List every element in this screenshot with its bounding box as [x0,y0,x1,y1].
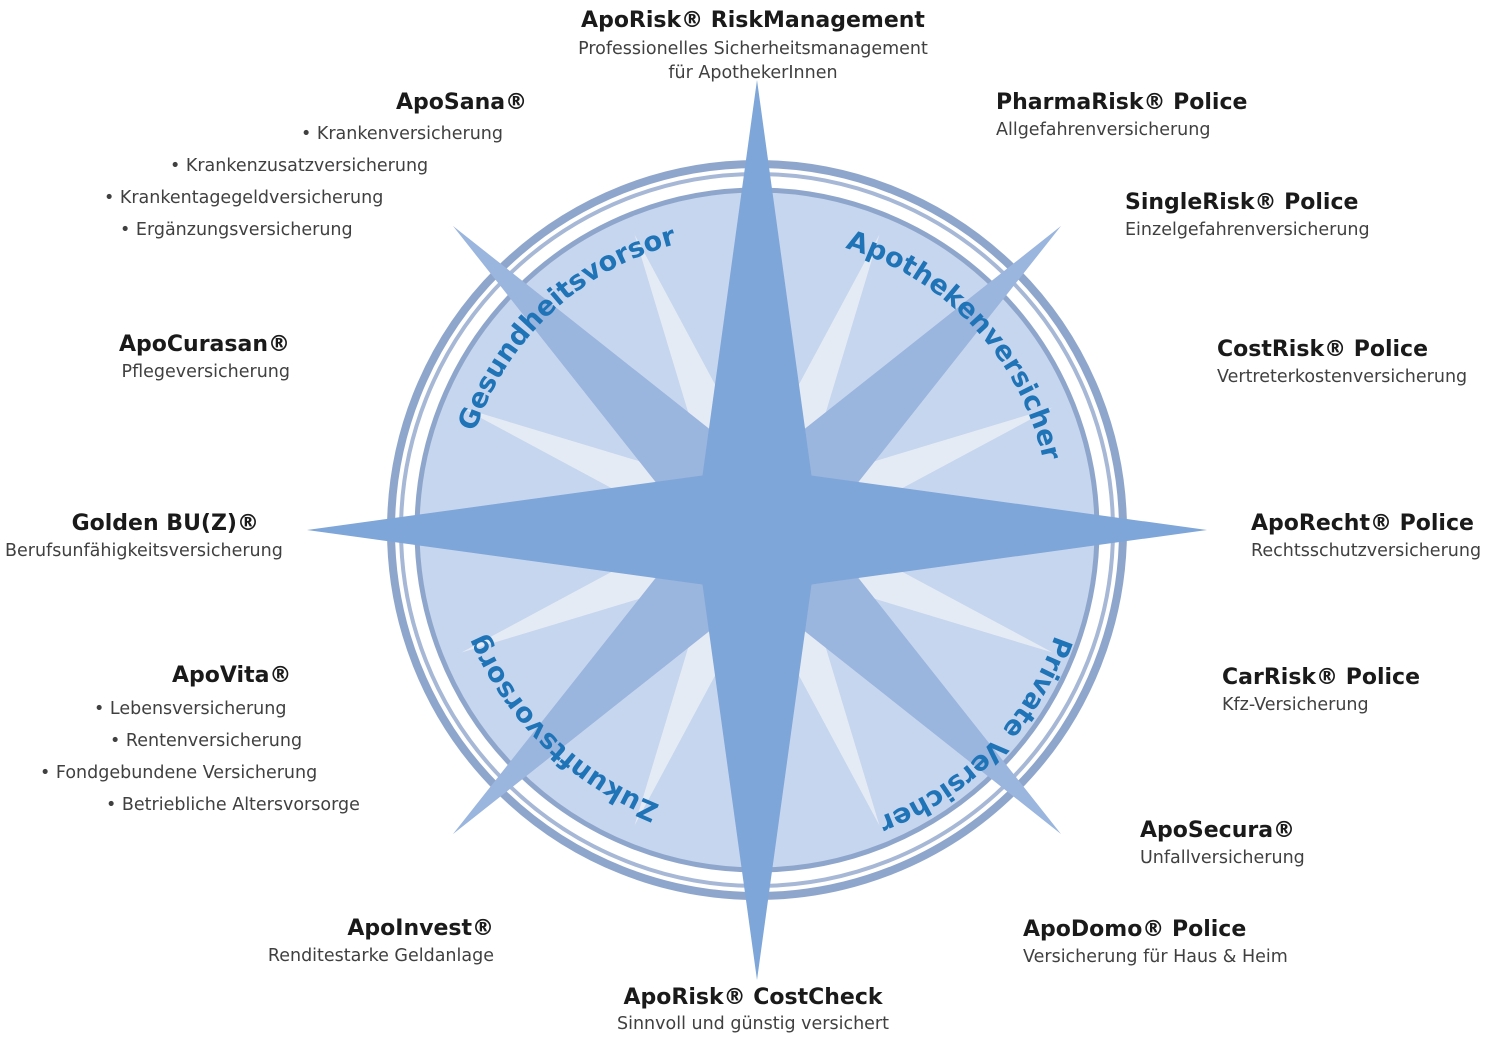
product-subtitle: Sinnvoll und günstig versichert [617,1014,889,1034]
product-title: ApoInvest® [347,916,494,941]
product-subtitle: Pflegeversicherung [121,362,290,382]
product-apoinvest[interactable]: ApoInvest® Renditestarke Geldanlage [258,918,494,966]
product-aposecura[interactable]: ApoSecura® Unfallversicherung [1140,820,1305,868]
main-star-point [307,468,757,592]
bullet-item: • Krankenzusatzversicherung [170,156,429,176]
product-subtitle: Rechtsschutzversicherung [1251,541,1482,561]
product-title: CostRisk® Police [1217,337,1429,362]
product-title: ApoDomo® Police [1023,917,1247,942]
product-golden[interactable]: Golden BU(Z)® Berufsunfähigkeitsversiche… [5,511,283,561]
product-title: Golden BU(Z)® [71,511,259,536]
bullet-item: • Rentenversicherung [110,731,303,751]
main-star-point [695,80,819,530]
product-singlerisk[interactable]: SingleRisk® Police Einzelgefahrenversich… [1125,192,1370,240]
product-subtitle: Berufsunfähigkeitsversicherung [5,541,283,561]
product-carrisk[interactable]: CarRisk® Police Kfz-Versicherung [1222,667,1420,715]
product-costrisk[interactable]: CostRisk® Police Vertreterkostenversiche… [1217,339,1467,387]
main-star-point [757,468,1207,592]
main-star-points [307,80,1207,980]
product-title: ApoCurasan® [119,332,290,357]
product-title: ApoRecht® Police [1251,511,1474,536]
bullet-item: • Lebensversicherung [94,699,287,719]
main-star-point [695,530,819,980]
bullet-item: • Ergänzungsversicherung [120,220,353,240]
product-title: ApoSecura® [1140,818,1296,843]
product-subtitle: Einzelgefahrenversicherung [1125,220,1370,240]
product-subtitle: Professionelles Sicherheitsmanagement [578,39,928,59]
product-subtitle: Versicherung für Haus & Heim [1023,947,1288,967]
product-title: ApoRisk® RiskManagement [581,8,925,33]
product-subtitle: Unfallversicherung [1140,848,1305,868]
bullet-item: • Krankentagegeldversicherung [104,188,384,208]
bullet-item: • Betriebliche Altersvorsorge [106,795,360,815]
product-costcheck[interactable]: ApoRisk® CostCheck Sinnvoll und günstig … [567,987,939,1034]
product-subtitle: Allgefahrenversicherung [996,120,1211,140]
product-subtitle: Renditestarke Geldanlage [267,946,494,966]
product-title: CarRisk® Police [1222,665,1420,690]
product-title: SingleRisk® Police [1125,190,1359,215]
product-title: ApoSana® [396,90,528,115]
product-subtitle: für ApothekerInnen [668,62,838,83]
product-apovita[interactable]: ApoVita® • Lebensversicherung • Rentenve… [40,665,360,821]
product-title: PharmaRisk® Police [996,90,1248,115]
product-subtitle: Vertreterkostenversicherung [1217,367,1468,387]
product-apocurasan[interactable]: ApoCurasan® Pflegeversicherung [100,334,290,382]
bullet-item: • Fondgebundene Versicherung [40,763,318,783]
product-title: ApoVita® [172,663,292,688]
product-pharmarisk[interactable]: PharmaRisk® Police Allgefahrenversicheru… [996,92,1247,140]
product-aposana[interactable]: ApoSana® • Krankenversicherung • Kranken… [104,90,528,246]
product-apodomo[interactable]: ApoDomo® Police Versicherung für Haus & … [1023,919,1288,967]
product-title: ApoRisk® CostCheck [623,985,883,1010]
product-aporecht[interactable]: ApoRecht® Police Rechtsschutzversicherun… [1251,513,1481,561]
bullet-item: • Krankenversicherung [301,124,504,144]
product-riskmanagement[interactable]: ApoRisk® RiskManagement Professionelles … [567,10,939,82]
product-subtitle: Kfz-Versicherung [1222,695,1369,715]
